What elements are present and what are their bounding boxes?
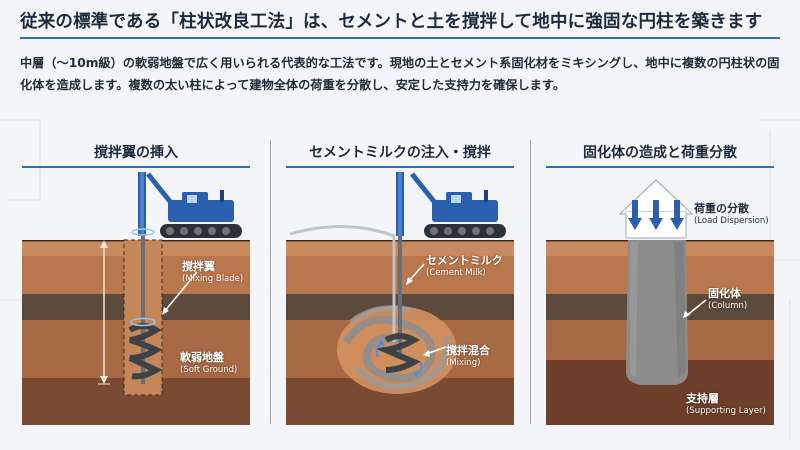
panel-separator-1: [270, 140, 271, 424]
label-mixing-en: (Mixing): [446, 358, 481, 368]
panel-rule-3: [546, 166, 774, 168]
cement-injection-illustration: [286, 172, 514, 425]
label-supporting-layer: 支持層 (Supporting Layer): [686, 392, 766, 418]
blade-insertion-illustration: [22, 172, 250, 425]
label-mixing: 撹拌混合 (Mixing): [446, 344, 490, 370]
panel-separator-2: [530, 140, 531, 424]
description-text: 中層（〜10m級）の軟弱地盤で広く用いられる代表的な工法です。現地の土とセメント…: [20, 56, 780, 92]
label-load-dispersion: 荷重の分散 (Load Dispersion): [694, 202, 774, 228]
label-column-en: (Column): [708, 301, 748, 311]
label-soft-ground: 軟弱地盤 (Soft Ground): [180, 351, 237, 377]
label-soft-ground-en: (Soft Ground): [180, 365, 238, 375]
label-mixing-jp: 撹拌混合: [446, 344, 490, 357]
panel-title-3: 固化体の造成と荷重分散: [583, 145, 737, 161]
panel-title-2: セメントミルクの注入・撹拌: [309, 145, 491, 161]
label-cement-milk: セメントミルク (Cement Milk): [426, 254, 503, 280]
column-load-illustration: [546, 179, 774, 425]
label-cement-milk-jp: セメントミルク: [426, 254, 503, 267]
label-mixing-blade-en: (Mixing Blade): [182, 274, 244, 284]
page-title: 従来の標準である「柱状改良工法」は、セメントと土を撹拌して地中に強固な円柱を築き…: [20, 12, 763, 32]
label-column: 固化体 (Column): [708, 287, 747, 313]
label-load-dispersion-jp: 荷重の分散: [694, 202, 749, 215]
label-mixing-blade: 撹拌翼 (Mixing Blade): [182, 260, 243, 286]
panel-blade-insertion: 撹拌翼の挿入 撹拌翼 (Mix: [22, 142, 250, 425]
label-soft-ground-jp: 軟弱地盤: [180, 351, 224, 364]
label-load-dispersion-en: (Load Dispersion): [694, 216, 769, 226]
panel-rule-1: [22, 166, 250, 168]
panel-column-load: 固化体の造成と荷重分散 荷重の分散 (Load Dispersion) 固化体 …: [546, 142, 774, 425]
label-mixing-blade-jp: 撹拌翼: [182, 260, 215, 273]
label-supporting-layer-jp: 支持層: [686, 392, 719, 405]
label-supporting-layer-en: (Supporting Layer): [686, 406, 766, 416]
label-column-jp: 固化体: [708, 287, 741, 300]
panel-cement-injection: セメントミルクの注入・撹拌: [286, 142, 514, 425]
title-underline: [20, 37, 780, 39]
label-cement-milk-en: (Cement Milk): [426, 268, 486, 278]
panel-rule-2: [286, 166, 514, 168]
panel-title-1: 撹拌翼の挿入: [94, 145, 178, 161]
